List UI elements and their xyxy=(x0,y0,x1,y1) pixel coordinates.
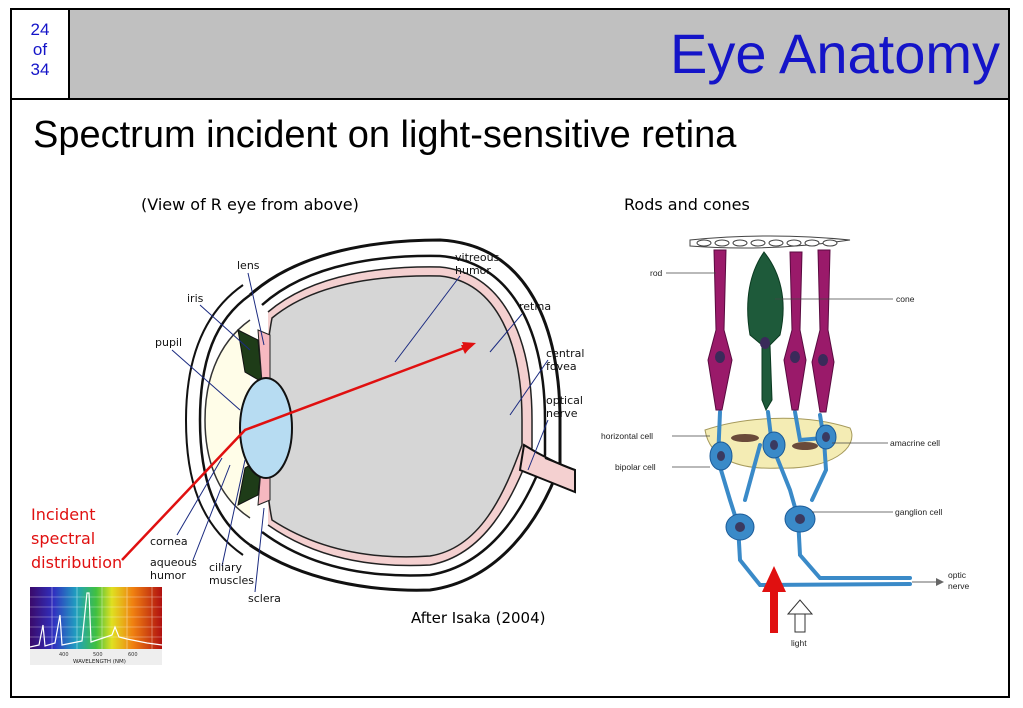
label-cone: cone xyxy=(896,294,915,304)
label-rod: rod xyxy=(650,268,663,278)
credit-caption: After Isaka (2004) xyxy=(411,609,546,627)
spectrum-image: 400 500 600 WAVELENGTH (NM) xyxy=(27,585,164,667)
rods xyxy=(707,249,835,413)
label-pupil: pupil xyxy=(155,336,182,349)
incident-line-1: Incident xyxy=(31,505,96,524)
label-light: light xyxy=(791,638,807,648)
page-of: of xyxy=(32,40,48,59)
pigment-layer xyxy=(689,235,851,249)
label-aqueous-2: humor xyxy=(150,569,186,582)
slide-subtitle: Spectrum incident on light-sensitive ret… xyxy=(33,114,737,156)
rods-cones-caption: Rods and cones xyxy=(624,195,750,214)
sclera-outline xyxy=(248,238,562,592)
lens-shape xyxy=(239,377,293,479)
cone xyxy=(747,251,784,412)
slide-header: 24 of 34 Eye Anatomy xyxy=(10,8,1010,100)
label-nerve-2: nerve xyxy=(546,407,578,420)
label-aqueous-1: aqueous xyxy=(150,556,197,569)
incident-label: Incident spectral distribution xyxy=(31,503,122,575)
spectrum-tick-400: 400 xyxy=(59,652,69,658)
spectrum-tick-500: 500 xyxy=(93,652,103,658)
label-vitreous-2: humor xyxy=(455,264,491,277)
label-fovea-2: fovea xyxy=(546,360,577,373)
label-iris: iris xyxy=(187,292,204,305)
page-total: 34 xyxy=(30,60,50,79)
light-arrow-outline xyxy=(786,599,814,633)
incident-line-2: spectral xyxy=(31,529,96,548)
page-counter: 24 of 34 xyxy=(12,10,70,98)
light-arrow-red xyxy=(762,566,786,633)
label-optic-1: optic xyxy=(948,570,967,580)
label-nerve-1: optical xyxy=(546,394,583,407)
label-retina: retina xyxy=(519,300,551,313)
label-vitreous-1: vitreous xyxy=(455,251,500,264)
label-sclera: sclera xyxy=(248,592,281,605)
spectrum-tick-600: 600 xyxy=(128,652,138,658)
label-horizontal-cell: horizontal cell xyxy=(601,431,653,441)
label-optic-2: nerve xyxy=(948,581,970,591)
eye-view-caption: (View of R eye from above) xyxy=(141,195,359,214)
incident-line-3: distribution xyxy=(31,553,123,572)
label-bipolar-cell: bipolar cell xyxy=(615,462,656,472)
label-cornea: cornea xyxy=(150,535,188,548)
light-ray xyxy=(121,343,473,561)
slide-title: Eye Anatomy xyxy=(670,22,1000,85)
label-ciliary-1: ciliary xyxy=(209,561,242,574)
label-ganglion-cell: ganglion cell xyxy=(895,507,942,517)
label-lens: lens xyxy=(237,259,260,272)
page-current: 24 xyxy=(30,20,50,39)
label-amacrine-cell: amacrine cell xyxy=(890,438,940,448)
label-fovea-1: central xyxy=(546,347,584,360)
spectrum-axis-label: WAVELENGTH (NM) xyxy=(73,659,126,665)
label-ciliary-2: muscles xyxy=(209,574,254,587)
